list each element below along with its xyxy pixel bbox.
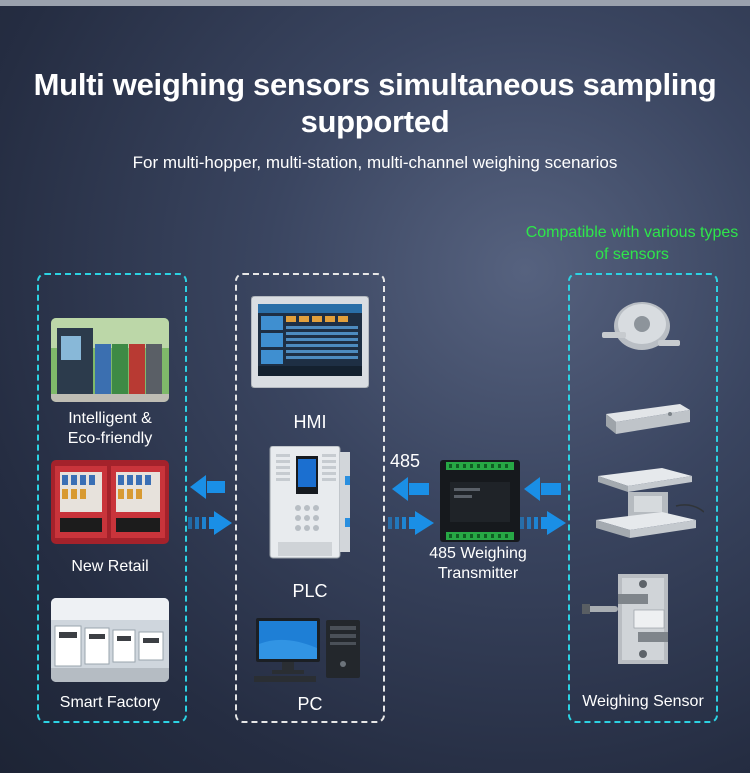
compatibility-note: Compatible with various types of sensors	[525, 224, 739, 263]
arrow-left-icon	[524, 477, 561, 501]
application-label-eco: Intelligent & Eco-friendly	[67, 410, 153, 447]
controller-label-hmi: HMI	[293, 412, 327, 432]
smart-factory-image	[51, 598, 169, 682]
plc-module-image	[268, 445, 352, 566]
s-type-tension-sensor-image	[582, 574, 686, 666]
sensor-label: Weighing Sensor	[582, 693, 704, 710]
controller-label-plc: PLC	[292, 581, 328, 601]
hmi-screen-image	[250, 295, 370, 389]
arrow-left-icon	[392, 477, 429, 501]
s-type-disc-sensor-image	[602, 296, 682, 358]
transmitter-device-image	[440, 460, 520, 542]
shear-beam-sensor-image	[600, 400, 692, 440]
protocol-label: 485	[390, 451, 421, 471]
top-bar	[0, 0, 750, 6]
page-subtitle: For multi-hopper, multi-station, multi-c…	[132, 153, 618, 172]
controllers-panel	[235, 273, 385, 723]
sensors-panel	[568, 273, 718, 723]
applications-panel	[37, 273, 187, 723]
eco-recycling-image	[51, 318, 169, 402]
transmitter-label: 485 Weighing Transmitter	[429, 545, 527, 582]
controller-label-pc: PC	[297, 694, 323, 714]
arrow-right-dashed-icon	[388, 511, 434, 535]
page-title: Multi weighing sensors simultaneous samp…	[33, 67, 717, 139]
arrow-right-dashed-icon	[188, 511, 232, 535]
application-label-retail: New Retail	[71, 558, 149, 575]
vending-machine-image	[51, 460, 169, 544]
pc-computer-image	[254, 614, 366, 684]
weighing-module-sensor-image	[592, 462, 705, 544]
arrow-left-icon	[190, 475, 225, 499]
arrow-right-dashed-icon	[520, 511, 566, 535]
application-label-factory: Smart Factory	[59, 694, 161, 711]
